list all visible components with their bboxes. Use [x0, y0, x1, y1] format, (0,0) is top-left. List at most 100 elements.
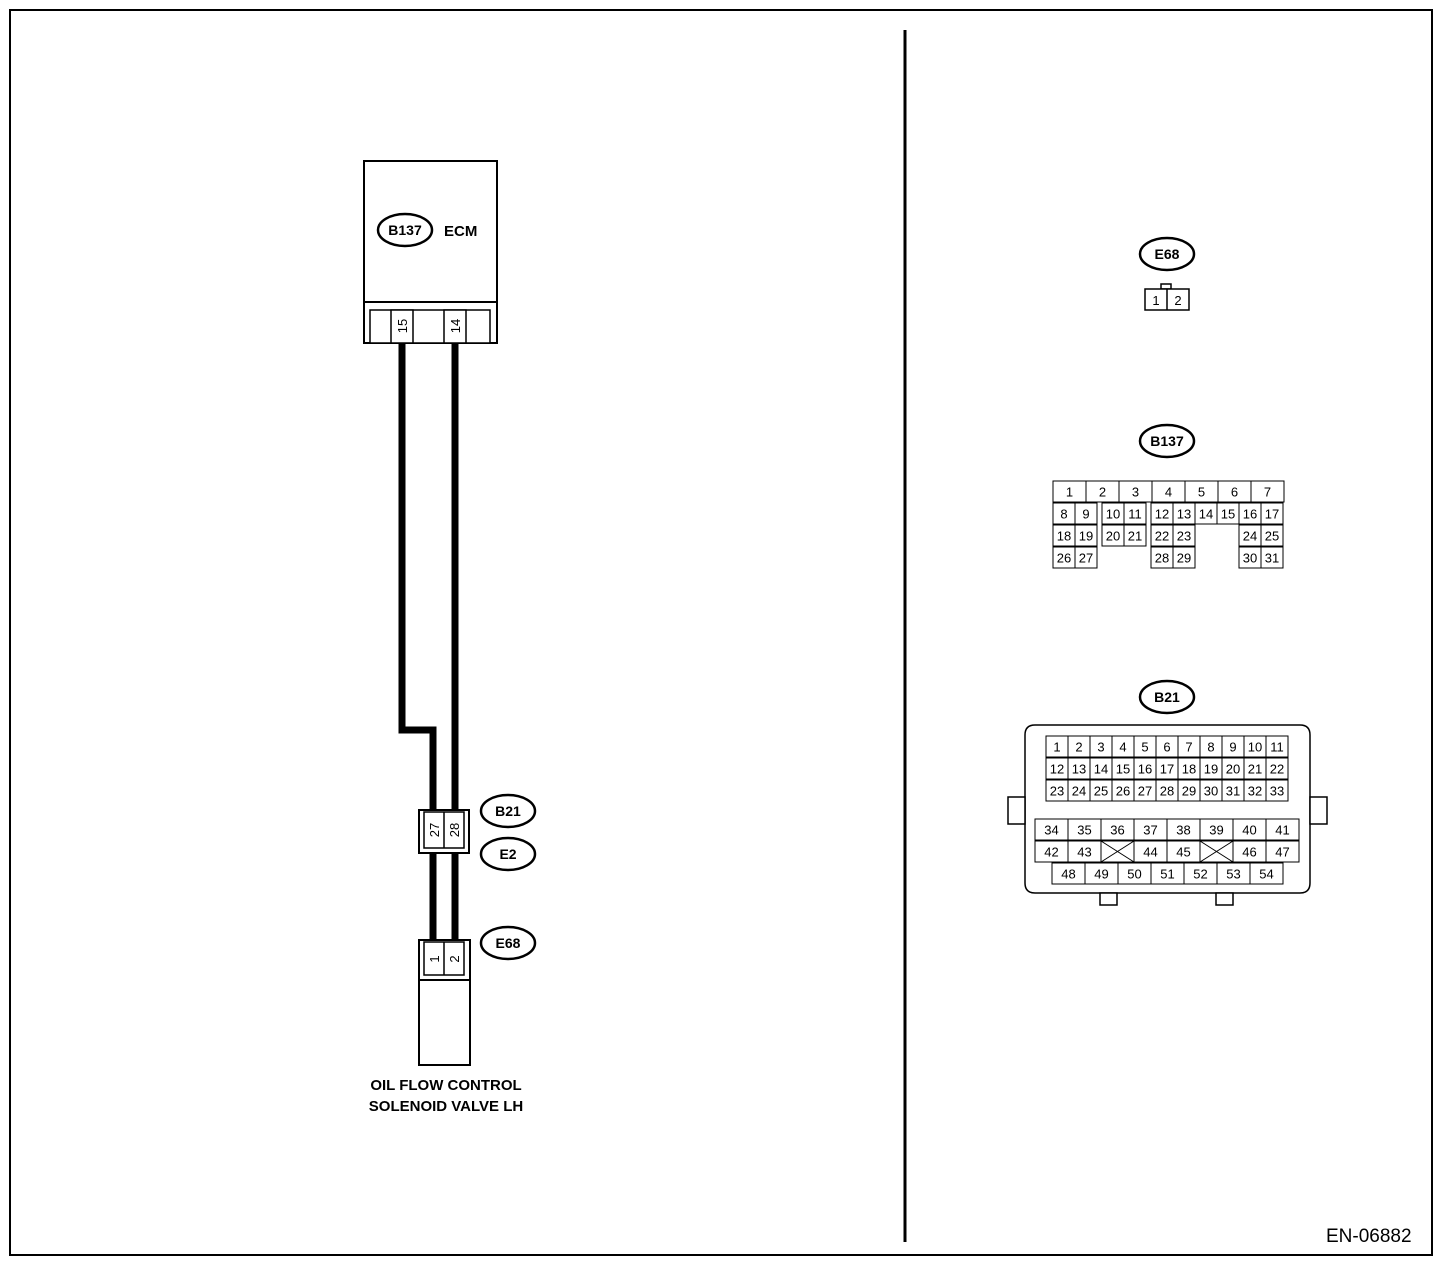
b21-pin-13: 13	[1072, 762, 1086, 777]
b137-pin-12: 12	[1155, 507, 1169, 522]
b137-pin-17-cell	[1260, 502, 1284, 525]
b137-pin-31-cell	[1260, 546, 1284, 569]
b137-pin-17: 17	[1265, 507, 1279, 522]
b137-pin-26: 26	[1057, 551, 1071, 566]
b21-pin-54: 54	[1259, 867, 1273, 882]
b21-pin-19: 19	[1204, 762, 1218, 777]
e68-pin-2: 2	[1174, 293, 1181, 308]
b21-pin-31: 31	[1226, 784, 1240, 799]
b21-pin-17: 17	[1160, 762, 1174, 777]
b137-view-oval	[1138, 423, 1196, 459]
b21-pin-1: 1	[1053, 740, 1060, 755]
b21-pin-15: 15	[1116, 762, 1130, 777]
b21-pin-12: 12	[1050, 762, 1064, 777]
b137-view-id: B137	[1150, 433, 1184, 449]
b21-pin-22-cell	[1265, 757, 1289, 780]
b21-pin-37: 37	[1143, 823, 1157, 838]
b137-pin-27: 27	[1079, 551, 1093, 566]
b21-pin-30: 30	[1204, 784, 1218, 799]
b21-pin-3: 3	[1097, 740, 1104, 755]
ecm-unit: 15 14 B137 ECM	[363, 160, 498, 344]
b137-pin-23-cell	[1172, 524, 1196, 547]
b137-pin-11: 11	[1128, 507, 1142, 522]
b137-pin-2: 2	[1099, 485, 1106, 500]
b137-pin-10: 10	[1106, 507, 1120, 522]
b21-pin-47-cell	[1265, 840, 1300, 863]
b21-pin-48: 48	[1061, 867, 1075, 882]
b21-pin-50: 50	[1127, 867, 1141, 882]
b21-pin-16: 16	[1138, 762, 1152, 777]
b137-pin-1: 1	[1066, 485, 1073, 500]
b21-pin-45: 45	[1176, 845, 1190, 860]
b21-pin-46: 46	[1242, 845, 1256, 860]
b21-pin-5: 5	[1141, 740, 1148, 755]
b137-pin-11-cell	[1123, 502, 1147, 525]
e2-connector-oval	[479, 836, 537, 872]
b137-pin-7: 7	[1264, 485, 1271, 500]
b21-pin-9: 9	[1229, 740, 1236, 755]
b137-pin-7-cell	[1250, 480, 1285, 503]
b21-view-oval	[1138, 679, 1196, 715]
b21-pin-41: 41	[1275, 823, 1289, 838]
b21-pin-11-cell	[1265, 735, 1289, 758]
b137-pin-28: 28	[1155, 551, 1169, 566]
b137-pin-9: 9	[1082, 507, 1089, 522]
b21-pin-28: 28	[1160, 784, 1174, 799]
b21-pin-10: 10	[1248, 740, 1262, 755]
b21-pin-43: 43	[1077, 845, 1091, 860]
b21-blank-2-mark	[1100, 840, 1135, 863]
b21-pin-32: 32	[1248, 784, 1262, 799]
b137-pin-16: 16	[1243, 507, 1257, 522]
b137-pin-29-cell	[1172, 546, 1196, 569]
solenoid-pin-2: 2	[447, 955, 462, 962]
b21-pin-25: 25	[1094, 784, 1108, 799]
b21-pin-24: 24	[1072, 784, 1086, 799]
b21-connector-oval	[479, 793, 537, 829]
b137-pin-25: 25	[1265, 529, 1279, 544]
ecm-pin-14: 14	[448, 319, 463, 333]
e68-connector-view: E68 1 2	[1138, 236, 1196, 311]
b21-pin-14: 14	[1094, 762, 1108, 777]
b21-pin-44: 44	[1143, 845, 1157, 860]
b137-pin-24: 24	[1243, 529, 1257, 544]
junction-connector: 27 28 B21 E2	[418, 793, 537, 872]
e68-pin-1: 1	[1152, 293, 1159, 308]
junction-pin-27: 27	[427, 823, 442, 837]
b21-pin-11: 11	[1270, 740, 1284, 755]
wire-ecm15-to-pin27	[398, 343, 437, 810]
b21-pin-52: 52	[1193, 867, 1207, 882]
solenoid-label-line1: OIL FLOW CONTROL	[370, 1077, 521, 1094]
b21-latch-left	[1007, 796, 1026, 825]
b137-pin-29: 29	[1177, 551, 1191, 566]
b137-pin-14: 14	[1199, 507, 1213, 522]
b21-pin-35: 35	[1077, 823, 1091, 838]
b21-pin-6: 6	[1163, 740, 1170, 755]
b21-pin-26: 26	[1116, 784, 1130, 799]
ecm-label: ECM	[444, 223, 477, 240]
e68-view-oval	[1138, 236, 1196, 272]
b137-pin-3: 3	[1132, 485, 1139, 500]
b21-pin-22: 22	[1270, 762, 1284, 777]
b137-pin-21-cell	[1123, 524, 1147, 547]
b137-pin-19-cell	[1074, 524, 1098, 547]
b21-pin-4: 4	[1119, 740, 1126, 755]
b21-pin-2: 2	[1075, 740, 1082, 755]
junction-pin-28: 28	[447, 823, 462, 837]
b21-pin-47: 47	[1275, 845, 1289, 860]
b21-pin-34: 34	[1044, 823, 1058, 838]
b137-pin-25-cell	[1260, 524, 1284, 547]
b21-pin-33-cell	[1265, 779, 1289, 802]
b137-pin-8: 8	[1060, 507, 1067, 522]
solenoid-pin-1: 1	[427, 955, 442, 962]
b21-key-left	[1099, 892, 1118, 906]
b21-connector-id: B21	[495, 803, 521, 819]
b21-blank-5-mark	[1199, 840, 1234, 863]
b21-pin-38: 38	[1176, 823, 1190, 838]
b21-pin-23: 23	[1050, 784, 1064, 799]
ecm-connector-id: B137	[388, 222, 422, 238]
b21-pin-20: 20	[1226, 762, 1240, 777]
b137-pin-15: 15	[1221, 507, 1235, 522]
